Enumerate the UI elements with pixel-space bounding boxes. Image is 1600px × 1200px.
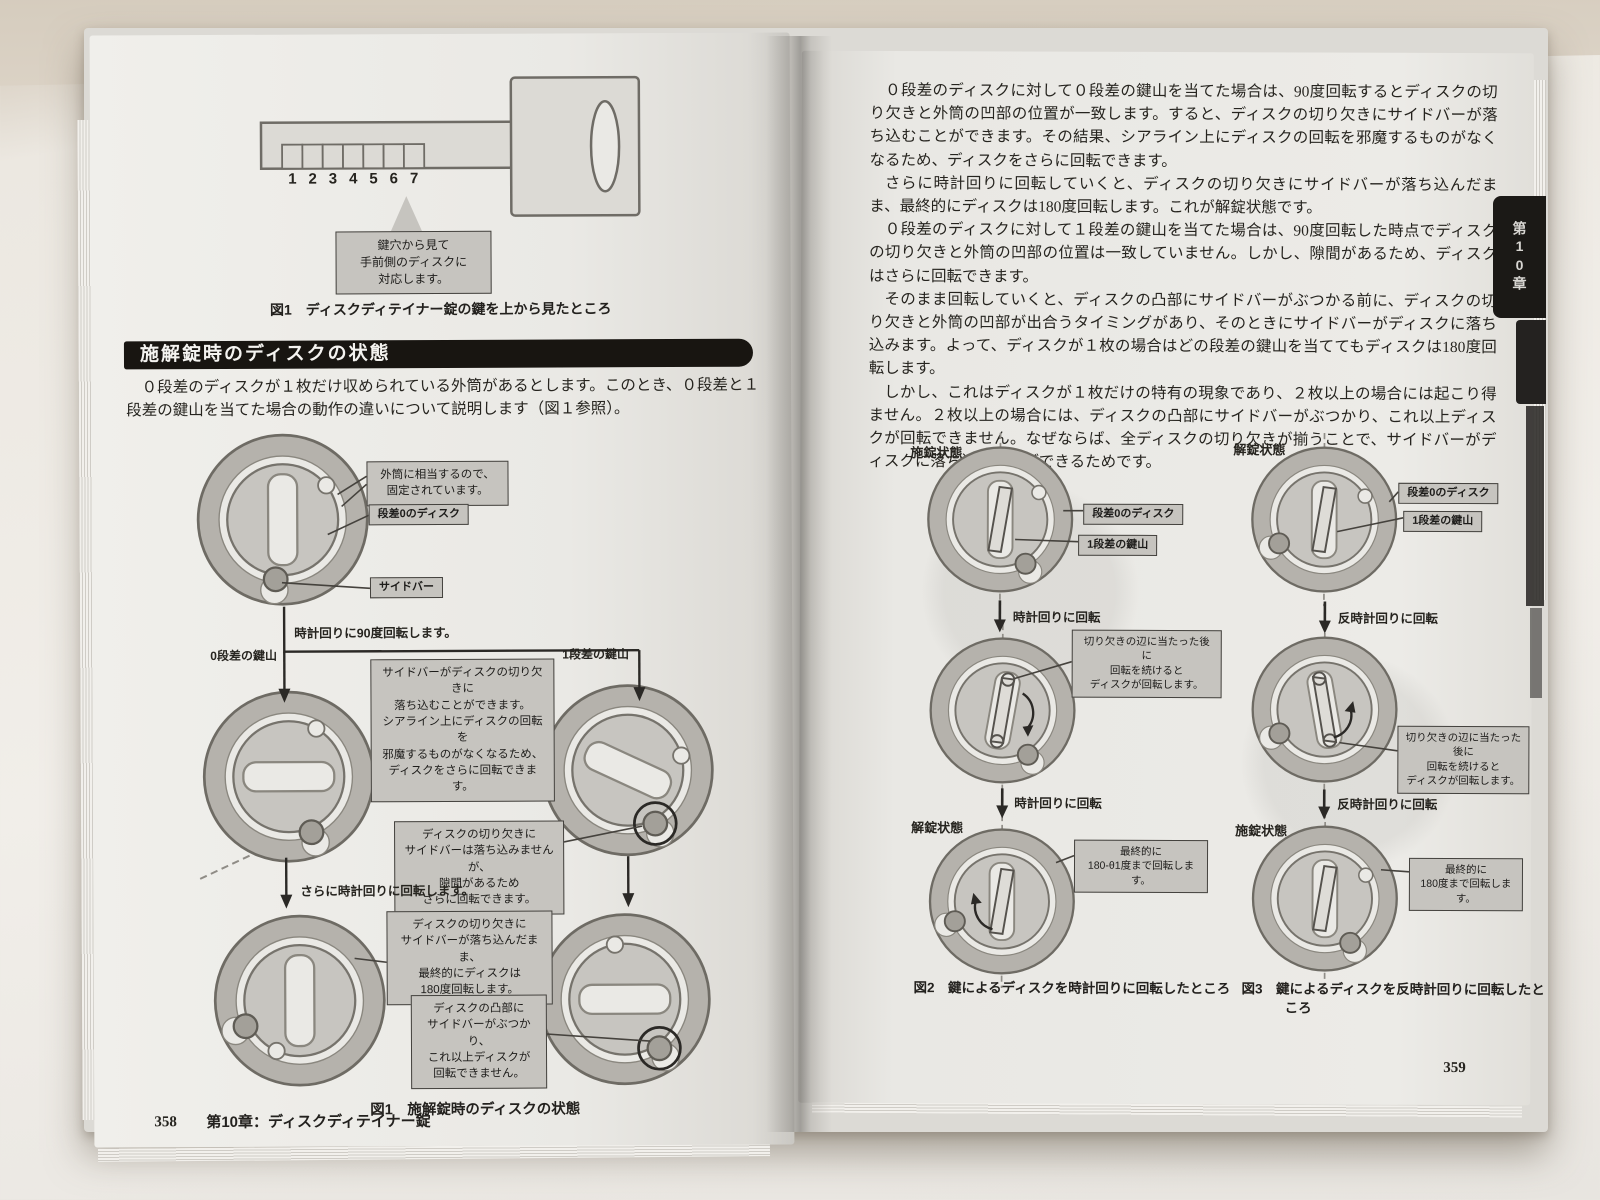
fig3-state-bottom: 施錠状態	[1235, 823, 1288, 839]
fig2-state-bottom: 解錠状態	[911, 820, 964, 836]
fig2-callout-turn: 切り欠きの辺に当たった後に 回転を続けると ディスクが回転します。	[1071, 629, 1222, 699]
fig3-state-top: 解錠状態	[1233, 442, 1286, 458]
fig3-callout-turn: 切り欠きの辺に当たった後に 回転を続けると ディスクが回転します。	[1397, 725, 1530, 795]
main-text-block: ０段差のディスクに対して０段差の鍵山を当てた場合は、90度回転するとディスクの切…	[868, 79, 1497, 476]
disc-1step-blocked	[524, 899, 725, 1100]
fig2-arrow2-label: 時計回りに回転	[1014, 796, 1102, 811]
disc-turning-ccw	[1239, 623, 1410, 797]
fig3-arrow2-label: 反時計回りに回転	[1337, 797, 1438, 812]
label-outer-cylinder: 外筒に相当するので、 固定されています。	[366, 460, 509, 506]
paragraph: ０段差のディスクに対して１段差の鍵山を当てた場合は、90度回転した時点でディスク…	[869, 221, 1498, 286]
fig2-caption: 図2 鍵によるディスクを時計回りに回転したところ	[913, 980, 1231, 997]
disc-locked-ccw	[1240, 812, 1411, 986]
fig3-label-key: 1段差の鍵山	[1403, 510, 1483, 533]
right-page: ０段差のディスクに対して０段差の鍵山を当てた場合は、90度回転するとディスクの切…	[798, 50, 1545, 1106]
callout-unlock-180: ディスクの切り欠きに サイドバーが落ち込んだまま、 最終的にディスクは 180度…	[386, 910, 553, 1005]
section-heading: 施解錠時のディスクの状態	[123, 338, 754, 370]
disc-1step-90deg	[527, 670, 728, 871]
fig3-label-disc: 段差0のディスク	[1398, 482, 1499, 505]
callout-blocked: ディスクの凸部に サイドバーがぶつかり、 これ以上ディスクが 回転できません。	[410, 994, 548, 1089]
fore-edge-mark	[1526, 406, 1544, 606]
disc-locked-cw	[915, 432, 1086, 606]
branch-right-label: 1段差の鍵山	[562, 647, 629, 662]
key-callout: 鍵穴から見て 手前側のディスクに 対応します。	[335, 230, 492, 295]
callout-sidebar-drops: サイドバーがディスクの切り欠きに 落ち込むことができます。 シアライン上にディス…	[370, 658, 555, 802]
disc-unlocked-cw	[917, 814, 1088, 988]
disc-fixed-cylinder	[182, 419, 383, 620]
disc-0step-180deg	[199, 900, 400, 1101]
label-disc0: 段差0のディスク	[368, 503, 470, 526]
callout-gap-rotate: ディスクの切り欠きに サイドバーは落ち込みませんが、 隙間があるため さらに回転…	[394, 820, 565, 915]
fig2-label-disc: 段差0のディスク	[1083, 503, 1184, 526]
page-number-right: 359	[1443, 1059, 1466, 1077]
disc-turning-cw	[917, 623, 1088, 797]
key-figure-caption: 図1 ディスクディテイナー錠の鍵を上から見たところ	[269, 300, 612, 318]
fig2-state-top: 施錠状態	[910, 445, 963, 461]
fore-edge-mark	[1516, 320, 1546, 404]
key-top-view-figure	[259, 75, 641, 217]
fore-edge-mark	[1530, 608, 1542, 698]
paragraph: ０段差のディスクに対して０段差の鍵山を当てた場合は、90度回転するとディスクの切…	[869, 82, 1498, 170]
step2-label: さらに時計回りに回転します。	[300, 883, 475, 899]
fig3-caption: 図3 鍵によるディスクを反時計回りに回転したところ	[1241, 981, 1545, 1016]
disc-0step-90deg	[188, 676, 428, 880]
fig2-arrow1-label: 時計回りに回転	[1012, 610, 1101, 625]
fig2-label-key: 1段差の鍵山	[1078, 534, 1158, 557]
callout-pointer	[390, 196, 423, 233]
page-number-left: 358	[154, 1114, 177, 1131]
chapter-footer: 第10章：ディスクディテイナー錠	[206, 1113, 431, 1132]
branch-left-label: 0段差の鍵山	[210, 648, 278, 664]
fig3-arrow1-label: 反時計回りに回転	[1337, 611, 1438, 626]
bitting-squares	[281, 143, 426, 170]
paragraph: そのまま回転していくと、ディスクの凸部にサイドバーがぶつかる前に、ディスクの切り…	[868, 290, 1497, 378]
intro-paragraph: ０段差のディスクが１枚だけ収められている外筒があるとします。このとき、０段差と１…	[126, 376, 760, 420]
paragraph: さらに時計回りに回転していくと、ディスクの切り欠きにサイドバーが落ち込んだまま、…	[869, 174, 1498, 217]
step1-label: 時計回りに90度回転します。	[294, 625, 457, 641]
label-sidebar: サイドバー	[369, 576, 444, 599]
fig3-callout-final: 最終的に 180度まで回転します。	[1408, 857, 1524, 912]
disc-unlocked-ccw	[1239, 433, 1410, 607]
chapter-tab: 第10章	[1493, 196, 1546, 318]
fig2-callout-final: 最終的に 180-θ1度まで回転します。	[1073, 839, 1209, 894]
